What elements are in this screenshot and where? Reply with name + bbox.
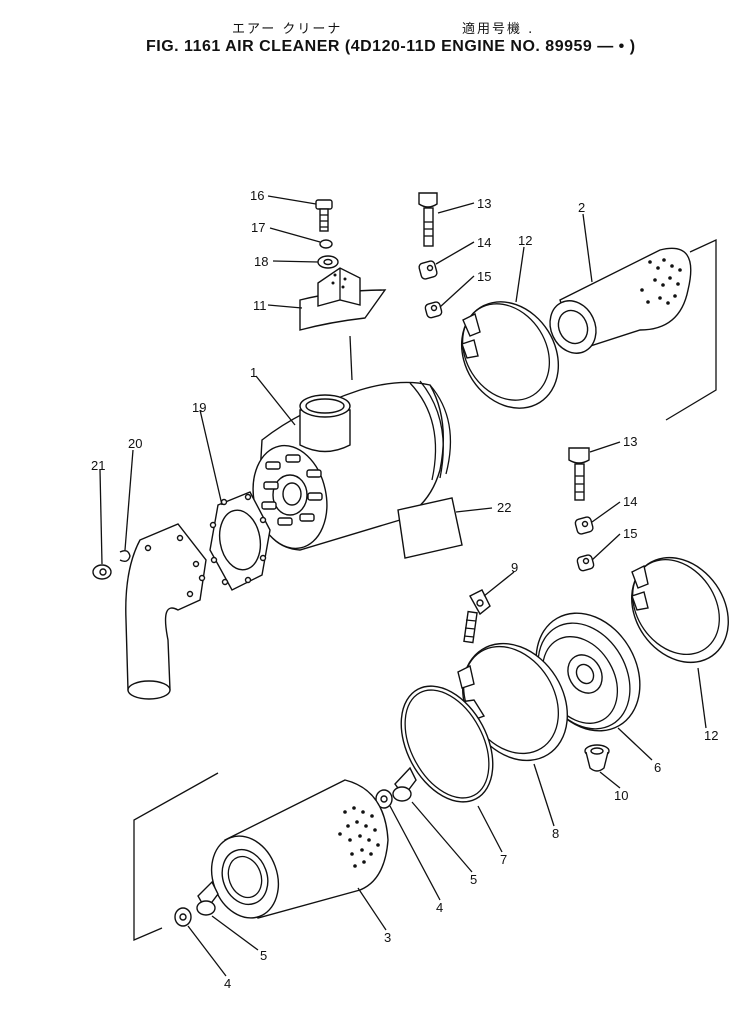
callout-13-lower: 13 <box>623 434 637 449</box>
part-9-wing-bolt <box>463 589 491 644</box>
callout-9: 9 <box>511 560 518 575</box>
callout-14-lower: 14 <box>623 494 637 509</box>
part-3-outer-element <box>210 779 389 919</box>
part-14-nut-lower <box>574 516 594 535</box>
part-12-clamp-band-lower <box>631 556 729 664</box>
part-15-nut-top <box>424 301 443 319</box>
callout-6: 6 <box>654 760 661 775</box>
part-18-washer <box>317 255 339 269</box>
callout-21: 21 <box>91 458 105 473</box>
part-4-washer-upper <box>375 789 393 809</box>
part-17-washer <box>319 239 333 249</box>
callout-16: 16 <box>250 188 264 203</box>
part-4-washer-lower <box>174 907 192 927</box>
callout-1: 1 <box>250 365 257 380</box>
elbow-intake-pipe <box>125 523 207 700</box>
callout-15-lower: 15 <box>623 526 637 541</box>
callout-22: 22 <box>497 500 511 515</box>
callout-11: 11 <box>253 298 267 313</box>
callout-10: 10 <box>614 788 628 803</box>
callout-17: 17 <box>251 220 265 235</box>
part-12-clamp-band-top <box>460 301 560 409</box>
callout-5-lower: 5 <box>260 948 267 963</box>
part-13-bolt-top <box>418 192 438 247</box>
part-2-inner-element <box>549 247 692 354</box>
part-19-gasket <box>209 491 271 591</box>
part-7-o-ring <box>400 685 494 803</box>
callout-15-top: 15 <box>477 269 491 284</box>
part-20-lock-washer <box>119 549 131 563</box>
part-21-nut <box>92 564 112 580</box>
callout-12-lower: 12 <box>704 728 718 743</box>
callout-4-lower: 4 <box>224 976 231 991</box>
callout-12-top: 12 <box>518 233 532 248</box>
figure-title: FIG. 1161 AIR CLEANER (4D120-11D ENGINE … <box>146 38 636 55</box>
japanese-applicability-label: 適用号機 . <box>462 22 535 37</box>
callout-18: 18 <box>254 254 268 269</box>
callout-19: 19 <box>192 400 206 415</box>
part-10-evacuator-valve <box>584 744 610 772</box>
callout-14-top: 14 <box>477 235 491 250</box>
leader-lines <box>99 195 707 977</box>
callout-labels: 16 17 18 11 1 19 20 21 22 13 14 15 12 2 … <box>91 188 718 991</box>
part-5-wing-nut-lower <box>196 880 219 916</box>
japanese-title: エアー クリーナ <box>232 22 343 37</box>
callout-5-upper: 5 <box>470 872 477 887</box>
part-16-bolt <box>315 199 333 232</box>
part-14-nut-top <box>418 260 438 280</box>
part-11-bracket <box>299 267 387 331</box>
part-5-wing-nut-upper <box>392 766 417 802</box>
callout-2: 2 <box>578 200 585 215</box>
callout-7: 7 <box>500 852 507 867</box>
callout-13-top: 13 <box>477 196 491 211</box>
callout-8: 8 <box>552 826 559 841</box>
part-22-caution-plate <box>397 497 463 559</box>
part-13-bolt-lower <box>568 447 590 501</box>
callout-20: 20 <box>128 436 142 451</box>
part-1-cleaner-body <box>252 380 452 551</box>
part-15-nut-lower <box>576 554 595 572</box>
callout-3: 3 <box>384 930 391 945</box>
callout-4-upper: 4 <box>436 900 443 915</box>
